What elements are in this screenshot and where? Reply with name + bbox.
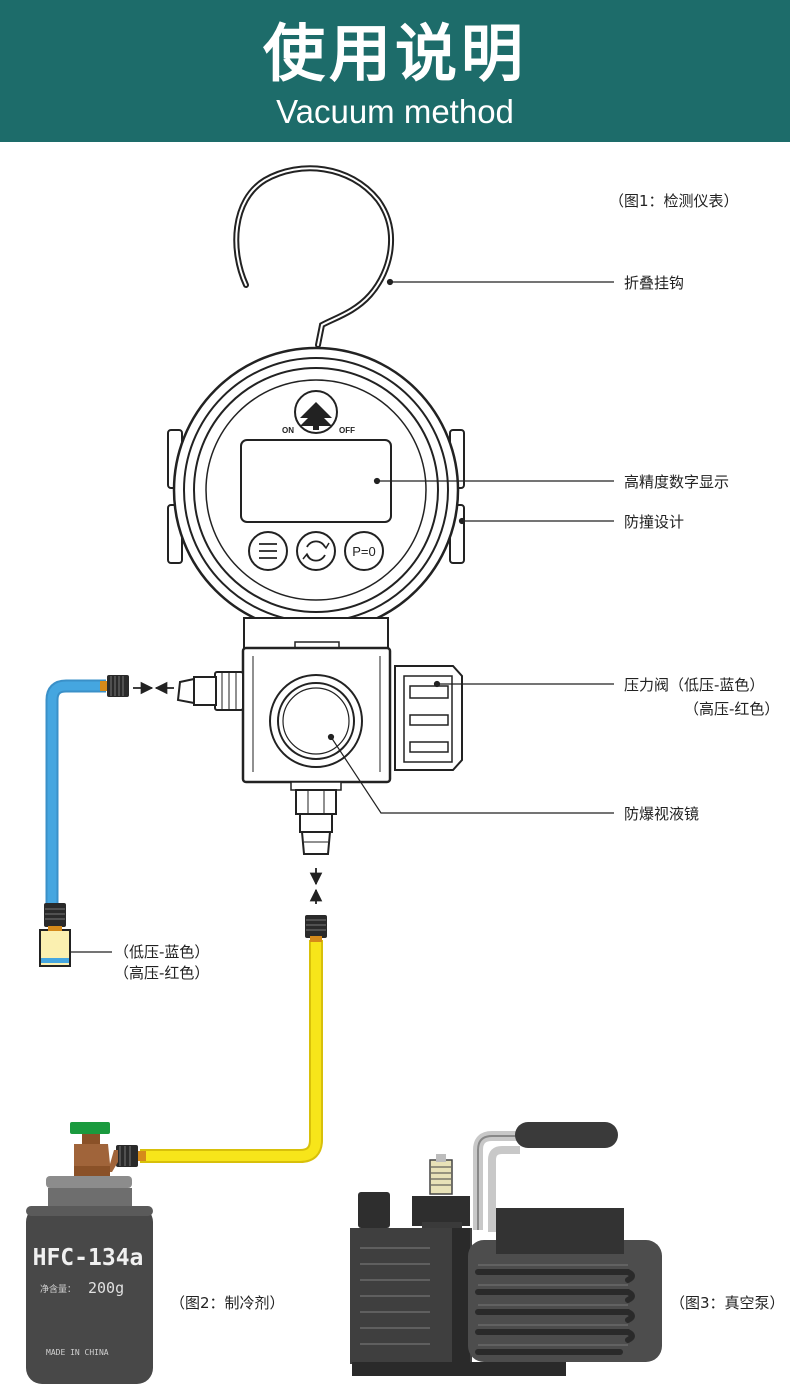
sight-glass-label: 防爆视液镜 <box>624 805 699 823</box>
refresh-button[interactable] <box>296 531 336 571</box>
left-fitting <box>176 671 244 711</box>
pressure-valve-knob <box>394 665 463 771</box>
blue-hose <box>39 675 129 967</box>
vacuum-pump <box>350 1122 662 1376</box>
connection-arrows <box>133 681 323 904</box>
can-net-value: 200g <box>88 1279 124 1297</box>
refrigerant-can: HFC-134a 净含量： 200g MADE IN CHINA <box>26 1122 153 1384</box>
can-net-label: 净含量： <box>40 1283 76 1295</box>
hose-label-line1: （低压-蓝色） <box>114 943 209 961</box>
bottom-fitting <box>290 781 342 855</box>
gauge-caption: （图1：检测仪表） <box>609 192 739 210</box>
lcd-display <box>240 439 392 523</box>
hose-label-line2: （高压-红色） <box>114 964 209 982</box>
pump-caption: （图3：真空泵） <box>670 1294 785 1312</box>
on-label: ON <box>282 426 294 435</box>
folding-hook <box>233 165 394 348</box>
yellow-hose <box>116 915 327 1167</box>
hook-label: 折叠挂钩 <box>624 274 684 292</box>
page-title: 使用说明 <box>262 17 527 90</box>
bumper-label: 防撞设计 <box>624 513 684 531</box>
power-logo-icon <box>294 390 338 434</box>
off-label: OFF <box>339 426 355 435</box>
page-subtitle: Vacuum method <box>276 93 514 130</box>
can-brand: HFC-134a <box>33 1245 144 1271</box>
gauge: ON OFF P=0 <box>167 165 465 855</box>
valve-label-line1: 压力阀（低压-蓝色） <box>624 676 764 694</box>
zero-button-label: P=0 <box>352 544 376 559</box>
menu-icon <box>259 543 277 559</box>
can-origin: MADE IN CHINA <box>46 1348 109 1357</box>
menu-button[interactable] <box>248 531 288 571</box>
refresh-icon <box>302 540 330 562</box>
valve-label-line2: （高压-红色） <box>684 700 779 718</box>
refrigerant-caption: （图2：制冷剂） <box>170 1294 285 1312</box>
display-label: 高精度数字显示 <box>624 473 729 491</box>
header-banner: 使用说明 Vacuum method <box>0 0 790 142</box>
sight-glass <box>269 674 363 768</box>
zero-button[interactable]: P=0 <box>344 531 384 571</box>
